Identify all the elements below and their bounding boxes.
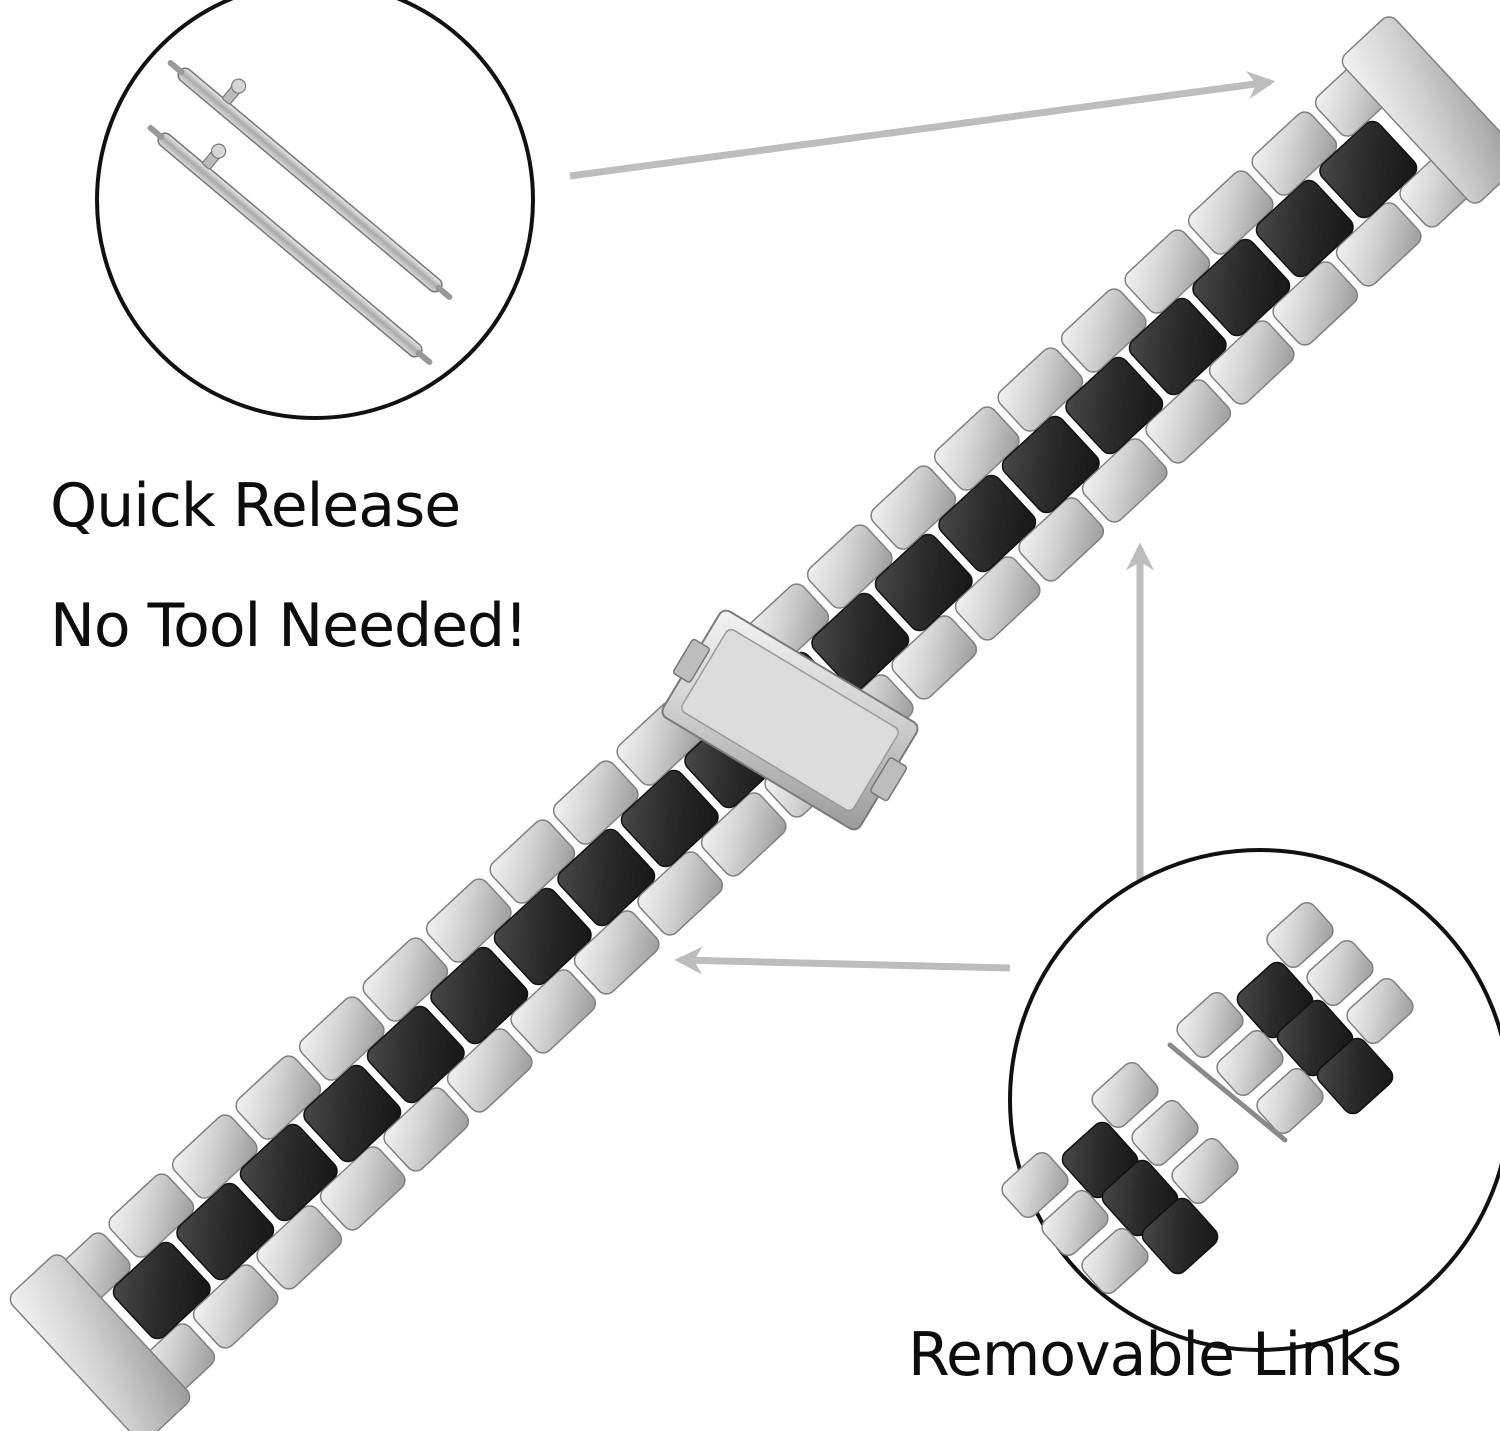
band-center-link — [1319, 120, 1418, 219]
band-outer-link — [552, 760, 639, 845]
arrow-icon — [674, 946, 1011, 975]
band-outer-link — [319, 1146, 406, 1231]
removable-outer-link — [1176, 991, 1244, 1059]
spring-bar-circle — [95, 0, 535, 420]
band-outer-link — [1018, 497, 1105, 582]
band-center-link — [1001, 415, 1100, 514]
band-outer-link — [700, 792, 787, 877]
removable-outer-link — [1041, 1189, 1109, 1257]
band-center-link — [493, 887, 592, 986]
removable-outer-link — [1256, 1067, 1324, 1135]
band-end-piece — [9, 1254, 191, 1431]
removable-outer-link — [1346, 977, 1414, 1045]
removable-links-label: Removable Links — [908, 1320, 1402, 1390]
band-outer-link — [1081, 438, 1168, 523]
band-end-piece — [1341, 16, 1500, 204]
band-outer-link — [933, 406, 1020, 491]
band-outer-link — [489, 819, 576, 904]
removable-center-link — [1141, 1197, 1219, 1275]
band-center-link — [874, 533, 973, 632]
band-center-link — [620, 769, 719, 868]
arrow-icon — [569, 71, 1276, 180]
spring-bar-icon — [167, 60, 453, 300]
removable-outer-link — [1216, 1029, 1284, 1097]
band-outer-link — [108, 1173, 195, 1258]
removable-center-link — [1316, 1037, 1394, 1115]
band-center-link — [430, 946, 529, 1045]
band-outer-link — [1208, 320, 1295, 405]
removable-outer-link — [1266, 901, 1334, 969]
band-outer-link — [1187, 170, 1274, 255]
band-center-link — [303, 1064, 402, 1163]
band-outer-link — [997, 347, 1084, 432]
band-center-link — [176, 1182, 275, 1281]
band-outer-link — [954, 556, 1041, 641]
band-outer-link — [298, 996, 385, 1081]
band-outer-link — [383, 1087, 470, 1172]
no-tool-label: No Tool Needed! — [50, 591, 528, 661]
band-center-link — [938, 474, 1037, 573]
removable-outer-link — [1171, 1137, 1239, 1205]
band-outer-link — [171, 1114, 258, 1199]
band-outer-link — [446, 1028, 533, 1113]
band-outer-link — [891, 615, 978, 700]
band-outer-link — [510, 969, 597, 1054]
band-outer-link — [235, 1055, 322, 1140]
removable-outer-link — [1081, 1227, 1149, 1295]
band-outer-link — [425, 878, 512, 963]
band-outer-link — [806, 524, 893, 609]
quick-release-label: Quick Release — [50, 471, 461, 541]
band-outer-link — [1335, 202, 1422, 287]
band-outer-link — [1272, 261, 1359, 346]
removable-link-icon — [1176, 901, 1414, 1135]
band-center-link — [811, 592, 910, 691]
band-outer-link — [870, 465, 957, 550]
removable-outer-link — [1091, 1061, 1159, 1129]
band-center-link — [1065, 356, 1164, 455]
spring-bar-icon — [147, 125, 433, 365]
band-outer-link — [256, 1205, 343, 1290]
band-center-link — [239, 1123, 338, 1222]
band-outer-link — [192, 1264, 279, 1349]
band-outer-link — [1251, 111, 1338, 196]
spring-bar-icon — [1167, 1042, 1288, 1143]
removable-links-circle — [1001, 848, 1500, 1352]
band-center-link — [557, 828, 656, 927]
band-center-link — [1192, 238, 1291, 337]
removable-outer-link — [1001, 1151, 1069, 1219]
band-center-link — [112, 1241, 211, 1340]
band-center-link — [1128, 297, 1227, 396]
band-outer-link — [362, 937, 449, 1022]
band-outer-link — [1124, 229, 1211, 314]
band-outer-link — [1060, 288, 1147, 373]
band-center-link — [1255, 179, 1354, 278]
removable-outer-link — [1131, 1099, 1199, 1167]
band-outer-link — [573, 910, 660, 995]
clasp — [661, 609, 919, 831]
band-outer-link — [637, 851, 724, 936]
band-center-link — [366, 1005, 465, 1104]
removable-outer-link — [1306, 939, 1374, 1007]
removable-link-icon — [1001, 1061, 1239, 1295]
band-outer-link — [1145, 379, 1232, 464]
